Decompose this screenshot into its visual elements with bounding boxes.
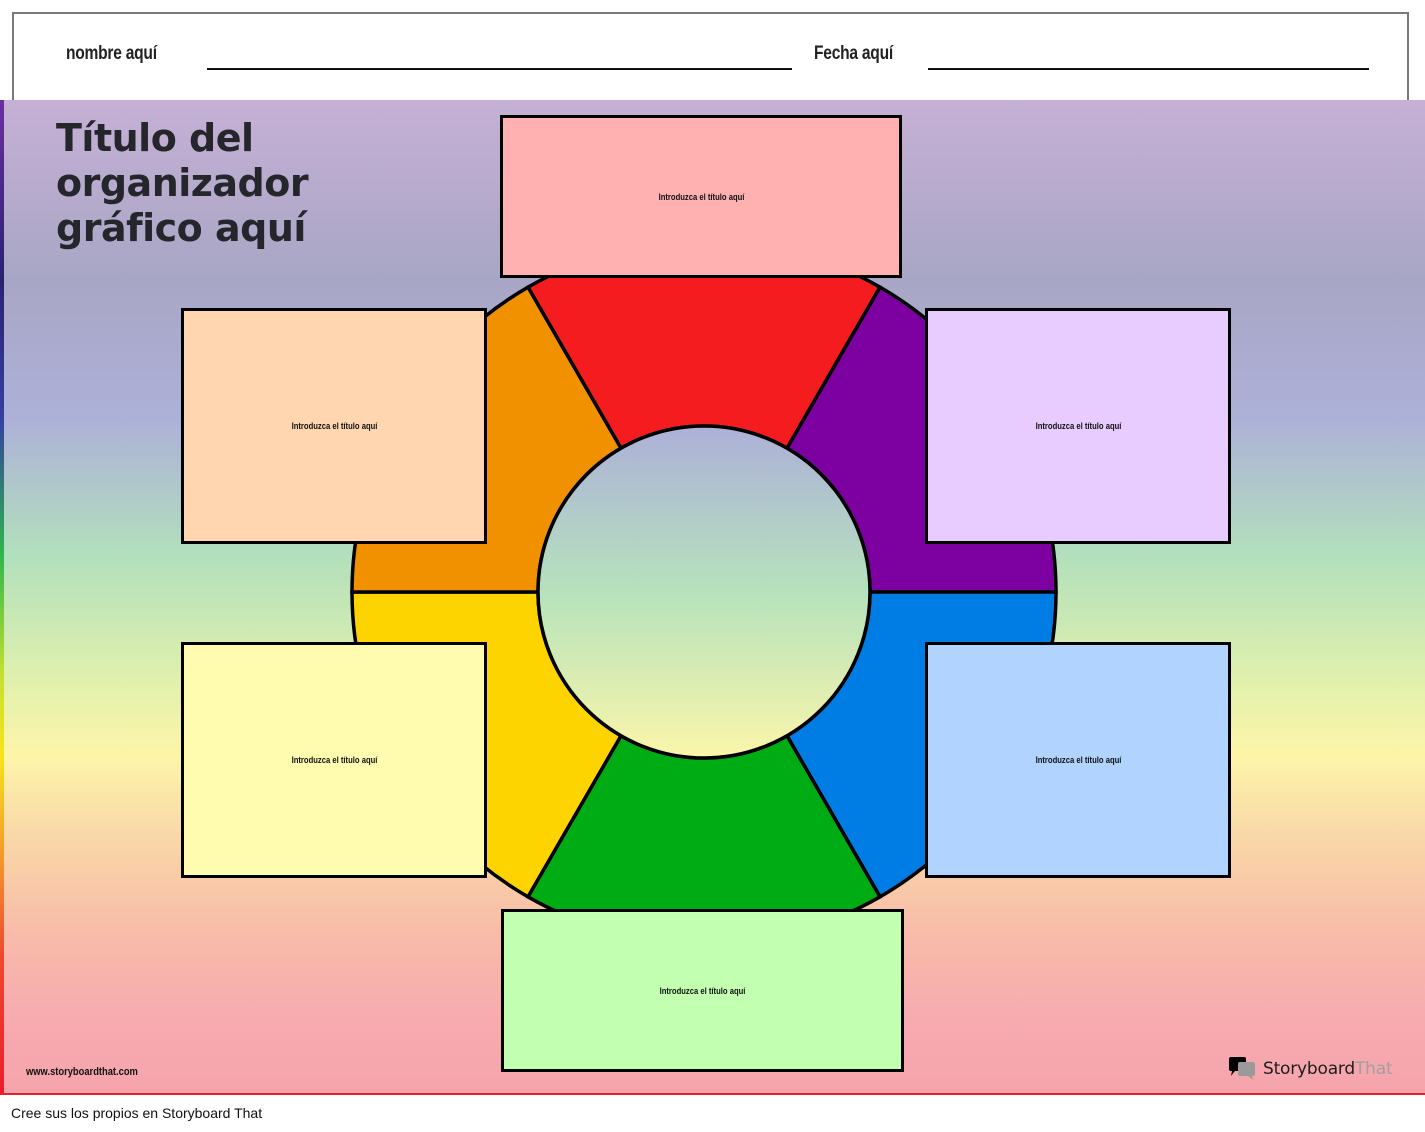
box-label: Introduzca el título aquí [658, 191, 744, 202]
storyboardthat-logo[interactable]: StoryboardThat [1227, 1055, 1393, 1083]
title-box-upper-left[interactable]: Introduzca el título aquí [181, 308, 487, 544]
worksheet-canvas: Título del organizador gráfico aquí Intr… [0, 100, 1425, 1095]
logo-text: StoryboardThat [1263, 1059, 1393, 1079]
site-url[interactable]: www.storyboardthat.com [26, 1066, 138, 1078]
title-box-bottom[interactable]: Introduzca el título aquí [501, 909, 904, 1072]
speech-bubbles-icon [1229, 1057, 1255, 1080]
title-box-lower-left[interactable]: Introduzca el título aquí [181, 642, 487, 878]
center-circle[interactable] [536, 424, 872, 760]
rainbow-stripe [0, 100, 4, 1093]
box-label: Introduzca el título aquí [291, 755, 377, 765]
title-box-top[interactable]: Introduzca el título aquí [500, 115, 902, 278]
title-line-2: organizador [56, 161, 309, 205]
title-line-1: Título del [56, 116, 254, 160]
logo-text-accent: That [1355, 1059, 1393, 1079]
title-box-lower-right[interactable]: Introduzca el título aquí [925, 642, 1231, 878]
date-label: Fecha aquí [814, 43, 893, 64]
name-label: nombre aquí [66, 43, 157, 64]
organizer-title[interactable]: Título del organizador gráfico aquí [56, 116, 356, 251]
worksheet-header: nombre aquí Fecha aquí [12, 12, 1409, 104]
name-line[interactable] [207, 68, 792, 70]
title-line-3: gráfico aquí [56, 206, 306, 250]
title-box-upper-right[interactable]: Introduzca el título aquí [925, 308, 1231, 544]
box-label: Introduzca el título aquí [659, 985, 746, 996]
logo-text-main: Storyboard [1263, 1059, 1355, 1079]
date-line[interactable] [928, 68, 1369, 70]
box-label: Introduzca el título aquí [291, 421, 377, 431]
box-label: Introduzca el título aquí [1035, 421, 1121, 431]
footer-link[interactable]: Cree sus los propios en Storyboard That [11, 1105, 263, 1121]
box-label: Introduzca el título aquí [1035, 755, 1121, 765]
